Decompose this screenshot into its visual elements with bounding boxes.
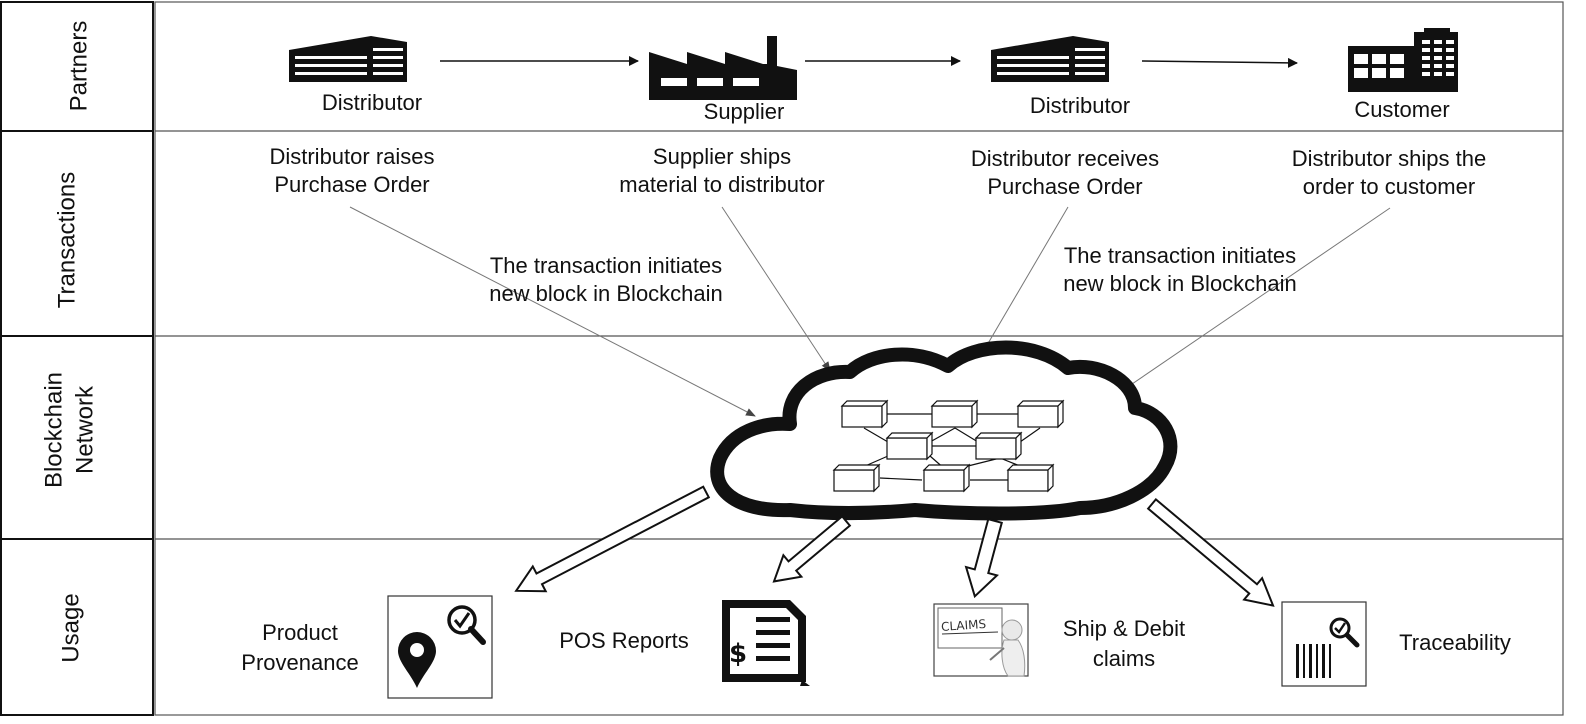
usage-line: Provenance xyxy=(241,650,359,675)
row-label-transactions: Transactions xyxy=(53,172,80,309)
note-line: new block in Blockchain xyxy=(489,281,723,306)
usage-label-ship-debit: Ship & Debit claims xyxy=(1044,614,1204,674)
transaction-line: material to distributor xyxy=(619,172,825,197)
row-label-blockchain: Blockchain xyxy=(40,372,67,488)
note-line: new block in Blockchain xyxy=(1063,271,1297,296)
barcode-search-icon xyxy=(1281,601,1367,687)
factory-icon xyxy=(649,36,797,100)
claims-board-icon: CLAIMS xyxy=(933,603,1029,677)
office-building-icon xyxy=(991,36,1109,82)
transaction-line: Distributor receives xyxy=(970,146,1160,171)
transaction-line: Supplier ships xyxy=(652,144,792,169)
partner-label-distributor: Distributor xyxy=(321,90,423,115)
transaction-line: order to customer xyxy=(1302,174,1476,199)
transaction-text: Distributor ships the order to customer xyxy=(1258,145,1520,201)
transaction-text: Distributor receives Purchase Order xyxy=(940,145,1190,201)
row-label-column xyxy=(0,1,154,716)
partner-label-supplier: Supplier xyxy=(703,99,785,124)
partner-flow-arrows xyxy=(440,56,1298,68)
svg-text:$: $ xyxy=(729,639,747,669)
usage-label-product-provenance: Product Provenance xyxy=(224,618,376,678)
location-search-icon xyxy=(387,595,493,699)
note-line: The transaction initiates xyxy=(1063,243,1297,268)
invoice-dollar-icon: $ xyxy=(722,600,810,686)
row-label-usage: Usage xyxy=(57,593,84,662)
transaction-arrows xyxy=(349,206,1391,417)
city-buildings-icon xyxy=(1348,28,1458,92)
block-network xyxy=(832,399,1065,493)
usage-label-pos-reports: POS Reports xyxy=(559,628,689,653)
note-line: The transaction initiates xyxy=(489,253,723,278)
usage-line: Ship & Debit xyxy=(1062,616,1186,641)
office-building-icon xyxy=(289,36,407,82)
transaction-line: Distributor ships the xyxy=(1291,146,1487,171)
blockchain-cloud-icon xyxy=(710,340,1178,521)
partner-label-customer: Customer xyxy=(1354,97,1450,122)
row-label-partners: Partners xyxy=(65,21,92,112)
row-label-network: Network xyxy=(71,385,98,474)
usage-line: Product xyxy=(262,620,338,645)
row-grid xyxy=(154,1,1564,716)
transaction-line: Distributor raises xyxy=(269,144,435,169)
usage-line: claims xyxy=(1092,646,1156,671)
usage-label-traceability: Traceability xyxy=(1399,630,1511,655)
transaction-text: Supplier ships material to distributor xyxy=(592,143,852,199)
usage-arrows xyxy=(514,485,1275,607)
transaction-text: Distributor raises Purchase Order xyxy=(232,143,472,199)
transaction-line: Purchase Order xyxy=(987,174,1143,199)
partner-label-distributor: Distributor xyxy=(1029,93,1131,118)
blockchain-note: The transaction initiates new block in B… xyxy=(1036,242,1324,298)
blockchain-note: The transaction initiates new block in B… xyxy=(462,252,750,308)
transaction-line: Purchase Order xyxy=(274,172,430,197)
claims-icon-text: CLAIMS xyxy=(941,617,987,634)
